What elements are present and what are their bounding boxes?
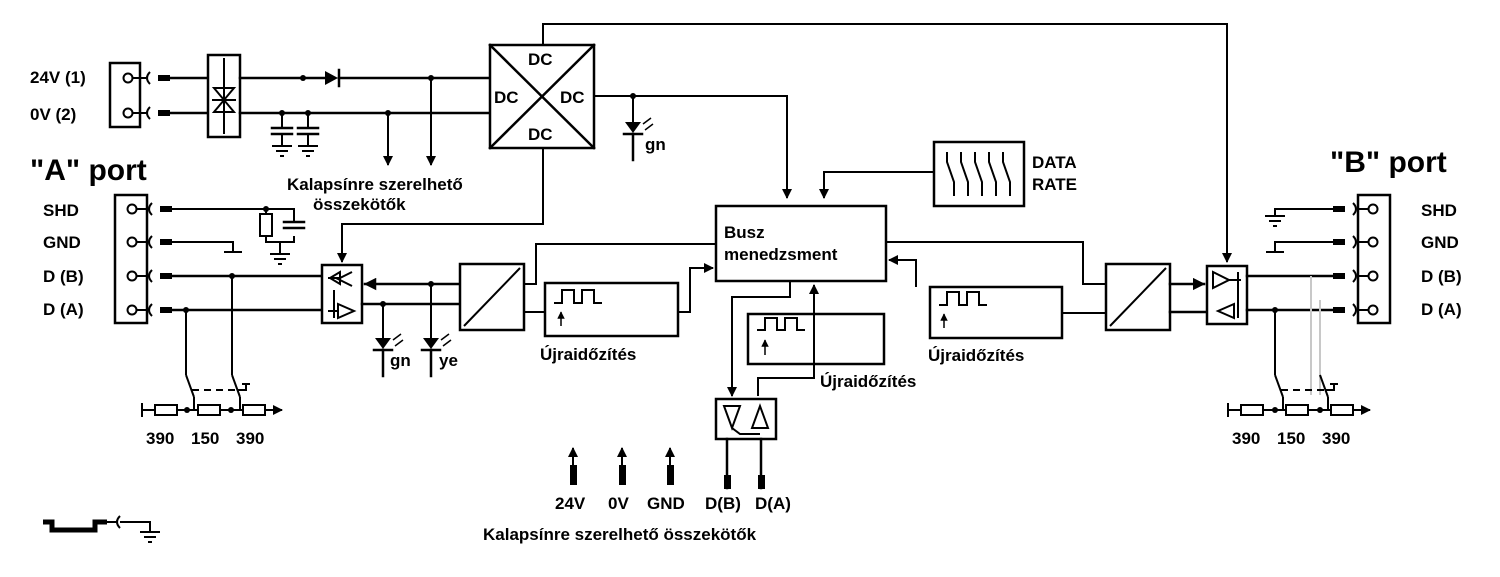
power-input: 24V (1) 0V (2): [30, 53, 492, 214]
dc-dc-converter: DC DC DC DC: [488, 43, 596, 150]
power-led-green: gn: [622, 96, 666, 162]
bus-manager: Busz menedzsment: [714, 204, 888, 283]
din-rail-ground-icon: [43, 515, 161, 543]
port-b-gnd: GND: [1421, 233, 1459, 252]
port-a-term-150: 150: [191, 429, 219, 448]
led-label-gn-top: gn: [645, 135, 666, 154]
port-b: "B" port SHD GND D (B) D (A): [1227, 146, 1462, 448]
retiming-a-label: Újraidőzítés: [540, 345, 636, 364]
data-rate-label-2: RATE: [1032, 175, 1077, 194]
led-label-gn-a: gn: [390, 351, 411, 370]
bottom-pin-da: D(A): [755, 494, 791, 513]
port-a-gnd: GND: [43, 233, 81, 252]
port-a-led-green: gn: [372, 304, 411, 378]
bottom-caption: Kalapsínre szerelhető összekötők: [483, 525, 757, 544]
port-a-term-390-2: 390: [236, 429, 264, 448]
power-label-24v: 24V (1): [30, 68, 86, 87]
dc-label-right: DC: [560, 88, 585, 107]
bottom-pin-gnd: GND: [647, 494, 685, 513]
port-b-db: D (B): [1421, 267, 1462, 286]
data-rate-label-1: DATA: [1032, 153, 1077, 172]
bus-manager-label-1: Busz: [724, 223, 765, 242]
port-a-led-yellow: ye: [420, 284, 458, 378]
bottom-pin-0v: 0V: [608, 494, 629, 513]
port-b-term-150: 150: [1277, 429, 1305, 448]
retiming-center-label: Újraidőzítés: [820, 372, 916, 391]
port-b-terminal: [1356, 193, 1392, 325]
port-b-term-390-1: 390: [1232, 429, 1260, 448]
port-a-term-390-1: 390: [146, 429, 174, 448]
port-b-shd: SHD: [1421, 201, 1457, 220]
bus-manager-label-2: menedzsment: [724, 245, 838, 264]
bottom-pin-24v: 24V: [555, 494, 586, 513]
retiming-a: Újraidőzítés: [540, 281, 680, 364]
dc-label-left: DC: [494, 88, 519, 107]
port-a-transceiver: [320, 263, 364, 325]
port-a: "A" port SHD GND D (B) D (A): [30, 154, 324, 448]
led-label-ye-a: ye: [439, 351, 458, 370]
retiming-b-label: Újraidőzítés: [928, 346, 1024, 365]
diode: [325, 71, 338, 85]
port-a-terminal: [113, 193, 149, 325]
rail-connectors-label: Kalapsínre szerelhető összekötők: [287, 175, 467, 214]
data-rate-switch: DATA RATE: [932, 140, 1077, 208]
port-b-term-390-2: 390: [1322, 429, 1350, 448]
bottom-rail-pins: 24V 0V GND D(B) D(A): [555, 447, 791, 513]
port-a-db: D (B): [43, 267, 84, 286]
port-a-title: "A" port: [30, 154, 147, 187]
port-b-title: "B" port: [1330, 146, 1447, 179]
bottom-transceiver: [714, 397, 778, 441]
bottom-pin-db: D(B): [705, 494, 741, 513]
port-b-da: D (A): [1421, 300, 1462, 319]
dc-label-bottom: DC: [528, 125, 553, 144]
dc-label-top: DC: [528, 50, 553, 69]
port-a-shd: SHD: [43, 201, 79, 220]
retiming-center: Újraidőzítés: [746, 312, 916, 391]
retiming-b: Újraidőzítés: [928, 285, 1064, 365]
power-label-0v: 0V (2): [30, 105, 76, 124]
port-a-da: D (A): [43, 300, 84, 319]
port-b-transceiver: [1205, 264, 1249, 326]
